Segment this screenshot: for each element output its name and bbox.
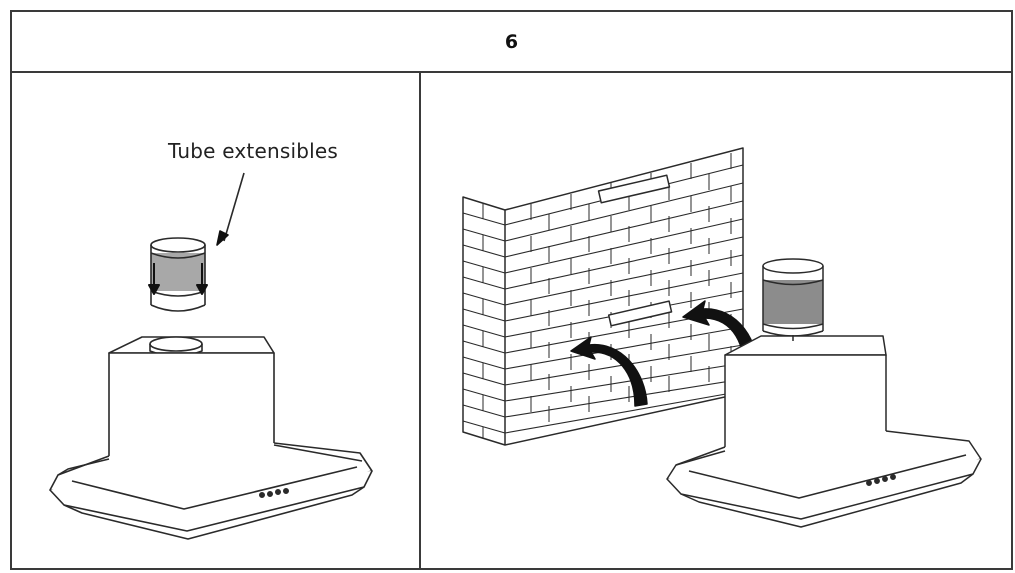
callout-leader-line	[223, 172, 245, 242]
right-illustration	[462, 147, 982, 528]
step-frame: 6 Tube extensibles	[10, 10, 1013, 570]
left-illustration	[49, 172, 373, 540]
extensible-tube	[148, 237, 208, 312]
top-bracket	[597, 174, 671, 204]
lower-bracket	[607, 300, 673, 327]
step-number: 6	[504, 30, 519, 53]
left-panel: Tube extensibles	[12, 73, 419, 568]
step-header: 6	[12, 12, 1011, 73]
callout-label: Tube extensibles	[168, 139, 338, 163]
hood-canopy	[49, 442, 373, 540]
right-panel	[421, 73, 1011, 568]
hood-assembly	[666, 258, 982, 528]
arrow-down-icon	[148, 263, 208, 295]
panel-divider	[419, 71, 421, 568]
brick-wall	[462, 147, 744, 446]
callout-arrowhead	[216, 230, 229, 246]
